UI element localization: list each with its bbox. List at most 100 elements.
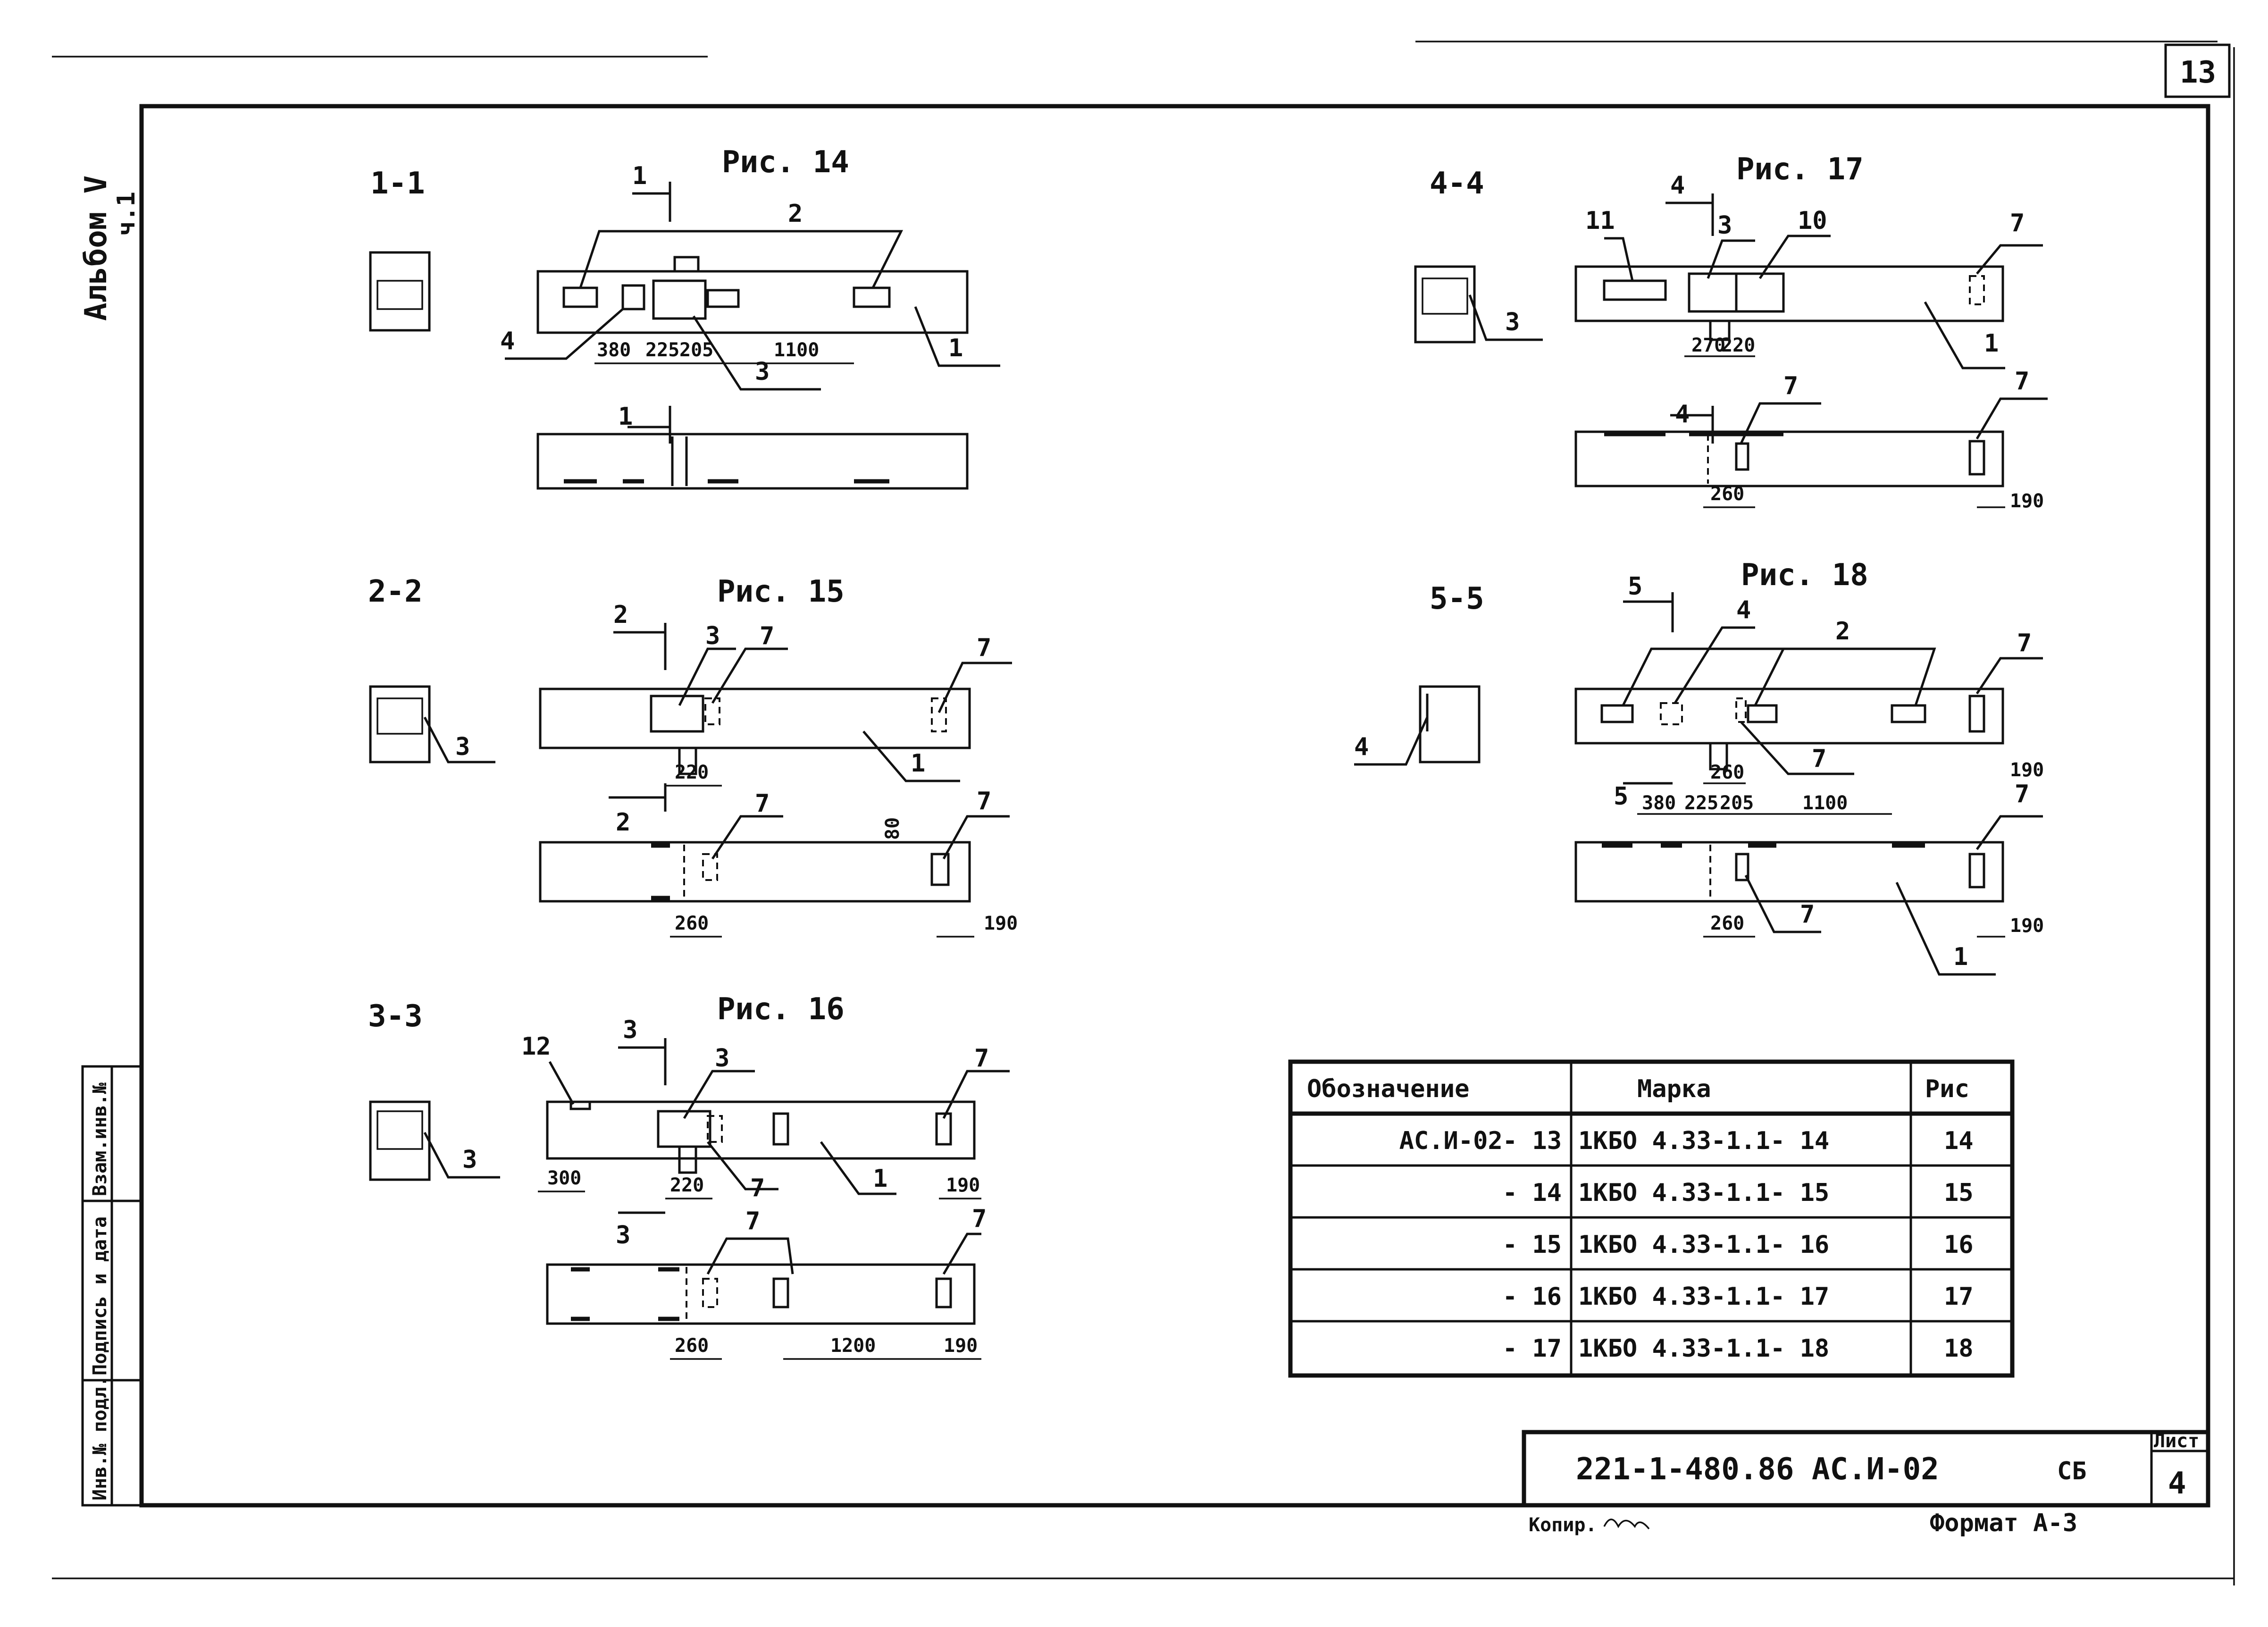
fig17-mark-11: 11 (1585, 207, 1615, 235)
format-label: Формат А-3 (1930, 1509, 2077, 1537)
fig14-mark-4: 4 (500, 327, 515, 355)
fig15-dim-260: 260 (675, 913, 709, 934)
album-part: ч.1 (112, 192, 141, 236)
fig14-title: Рис. 14 (722, 145, 849, 180)
doc-designation: АС.И-02 (1812, 1452, 1939, 1487)
fig18-dim-260b: 260 (1710, 913, 1744, 934)
fig18-mark-7d: 7 (1800, 900, 1815, 929)
fig17-beam-elevation (1574, 430, 2004, 487)
fig17-beam-plan (1574, 265, 2004, 322)
fig18-mark-4b: 4 (1354, 733, 1369, 761)
fig14-mark-2: 2 (788, 200, 803, 228)
fig18-mark-7c: 7 (2015, 780, 2029, 808)
fig17-cut-label-2: 4 (1675, 400, 1690, 428)
table-cell-fig: 16 (1944, 1231, 1974, 1259)
fig14-dim-380: 380 (597, 339, 631, 361)
fig15-beam-plan (539, 688, 971, 749)
table-header-mark: Марка (1637, 1075, 1711, 1103)
table-cell-mark: 1КБО 4.33-1.1- 17 (1578, 1283, 1829, 1311)
fig17-dim-260: 260 (1710, 483, 1744, 505)
copied-label: Копир. (1529, 1514, 1597, 1536)
fig18-dim-380: 380 (1642, 792, 1676, 814)
fig18-cut-label-2: 5 (1614, 782, 1628, 811)
table-row: - 15 1КБО 4.33-1.1- 16 16 (1503, 1231, 1974, 1259)
fig15-mark-7c: 7 (755, 789, 770, 818)
fig18-dim-190: 190 (2010, 759, 2044, 781)
fig14-section: 1-1 (370, 166, 425, 201)
fig18-cut-label: 5 (1628, 572, 1642, 601)
fig14-beam-elevation (536, 433, 969, 490)
fig17-mark-7c: 7 (2015, 367, 2029, 395)
table-cell-designation: АС.И-02- 13 (1399, 1127, 1562, 1155)
figure-15: Рис. 15 2-2 3 2 3 7 7 1 220 2 7 (368, 574, 1018, 938)
table-header-designation: Обозначение (1307, 1075, 1469, 1103)
table-row: - 16 1КБО 4.33-1.1- 17 17 (1503, 1283, 1974, 1311)
figure-14: Рис. 14 1-1 1 2 4 3 1 380 225 205 1100 1 (369, 145, 1000, 490)
fig18-mark-7: 7 (2017, 629, 2032, 657)
table-row: - 17 1КБО 4.33-1.1- 18 18 (1503, 1334, 1974, 1363)
table-cell-mark: 1КБО 4.33-1.1- 16 (1578, 1231, 1829, 1259)
fig15-mark-7: 7 (760, 622, 774, 650)
fig16-dim-1200: 1200 (830, 1335, 876, 1357)
fig17-mark-7: 7 (2010, 209, 2025, 237)
fig16-title: Рис. 16 (717, 992, 845, 1027)
fig16-dim-190b: 190 (944, 1335, 978, 1357)
fig18-mark-2: 2 (1835, 617, 1850, 646)
table-cell-mark: 1КБО 4.33-1.1- 14 (1578, 1127, 1829, 1155)
fig14-dim-1100: 1100 (774, 339, 819, 361)
doc-stage: СБ (2057, 1457, 2087, 1485)
drawing-frame (139, 104, 2210, 1508)
marking-table: Обозначение Марка Рис АС.И-02- 13 1КБО 4… (1288, 1059, 2015, 1378)
copier-signature (1603, 1518, 1650, 1530)
fig18-dim-205: 205 (1720, 792, 1754, 814)
stamp-signature-date: Подпись и дата (89, 1216, 111, 1375)
album-label: Альбом V ч.1 (79, 176, 141, 321)
fig16-dim-190: 190 (946, 1174, 980, 1196)
stamp-inv-original: Инв.№ подл. (89, 1375, 111, 1501)
fig18-dim-190b: 190 (2010, 915, 2044, 937)
fig17-cut-label: 4 (1670, 171, 1685, 200)
fig14-section-view (369, 251, 431, 332)
table-cell-fig: 14 (1944, 1127, 1974, 1155)
table-cell-designation: - 14 (1503, 1179, 1562, 1207)
album-title: Альбом V (79, 176, 114, 321)
fig17-mark-10: 10 (1798, 207, 1827, 235)
fig18-beam-elevation (1574, 841, 2004, 903)
fig15-mark-7d: 7 (977, 787, 991, 815)
fig15-mark-7b: 7 (977, 634, 991, 662)
fig17-dim-220: 220 (1721, 335, 1755, 356)
fig16-section-view (369, 1100, 431, 1181)
fig16-dim-220: 220 (670, 1174, 704, 1196)
fig15-mark-1: 1 (911, 749, 925, 778)
fig14-beam-plan (536, 270, 969, 334)
fig14-mark-1: 1 (948, 334, 963, 362)
table-header-fig: Рис (1925, 1075, 1969, 1103)
fig18-section: 5-5 (1430, 581, 1484, 616)
sheet-label: Лист (2154, 1430, 2199, 1452)
figure-18: Рис. 18 5-5 4 5 2 4 7 7 260 190 5 380 22… (1354, 558, 2044, 976)
fig15-section: 2-2 (368, 574, 423, 609)
table-cell-designation: - 15 (1503, 1231, 1562, 1259)
fig18-section-view (1419, 685, 1481, 763)
fig15-dim-80: 80 (882, 817, 904, 840)
figure-16: Рис. 16 3-3 3 3 12 3 7 7 1 300 220 190 3 (368, 992, 1010, 1360)
stamp-replace-inv: Взам.инв.№ (89, 1082, 111, 1196)
fig17-mark-1: 1 (1984, 329, 1999, 358)
fig14-cut-label-2: 1 (618, 403, 633, 431)
table-cell-fig: 15 (1944, 1179, 1974, 1207)
fig17-mark-3: 3 (1717, 211, 1732, 240)
fig18-title: Рис. 18 (1741, 558, 1868, 593)
title-block-frame (1522, 1430, 2210, 1508)
fig15-title: Рис. 15 (717, 574, 845, 609)
fig16-cut-label: 3 (623, 1016, 637, 1044)
fig17-dim-190: 190 (2010, 490, 2044, 512)
fig16-mark-7: 7 (750, 1174, 765, 1202)
figure-17: Рис. 17 4-4 3 4 11 3 10 7 1 270 220 4 (1414, 152, 2048, 512)
table-cell-fig: 18 (1944, 1334, 1974, 1363)
page-number: 13 (2180, 55, 2216, 90)
page-number-box (2164, 43, 2231, 98)
fig15-cut-label-2: 2 (616, 808, 630, 837)
fig18-dim-225: 225 (1684, 792, 1718, 814)
title-block: 221-1-480.86 АС.И-02 СБ Лист 4 Копир. Фо… (1522, 1430, 2210, 1537)
fig18-mark-1: 1 (1953, 943, 1968, 971)
